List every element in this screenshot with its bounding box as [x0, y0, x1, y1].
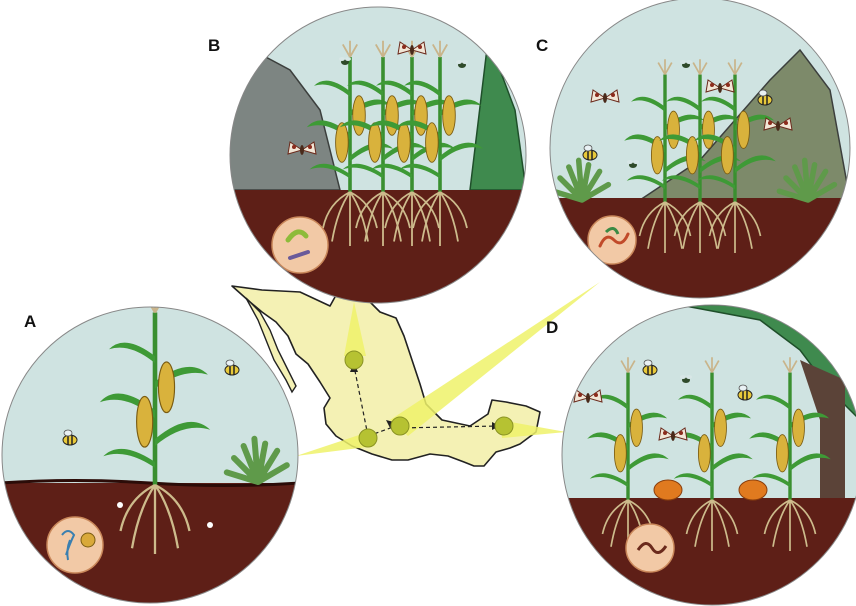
panel-label-A: A — [24, 312, 37, 331]
beam-to-C — [390, 282, 600, 436]
site-dot-B — [344, 350, 364, 370]
beam-to-B — [344, 302, 366, 356]
site-dot-D — [494, 416, 514, 436]
microbe-inset-icon — [271, 216, 329, 274]
pumpkin-icon — [653, 479, 768, 501]
panel-label-D: D — [546, 318, 559, 337]
microbe-inset-icon — [587, 215, 637, 265]
beam-to-A — [296, 432, 375, 456]
mexico-map — [231, 285, 541, 467]
site-dot-A — [358, 428, 378, 448]
panel-C-scene — [550, 0, 850, 298]
microbe-inset-icon — [625, 523, 675, 573]
beam-to-D — [500, 420, 566, 438]
panel-label-B: B — [208, 36, 221, 55]
panel-label-C: C — [536, 36, 549, 55]
site-dot-C — [390, 416, 410, 436]
microbe-inset-icon — [46, 516, 104, 574]
